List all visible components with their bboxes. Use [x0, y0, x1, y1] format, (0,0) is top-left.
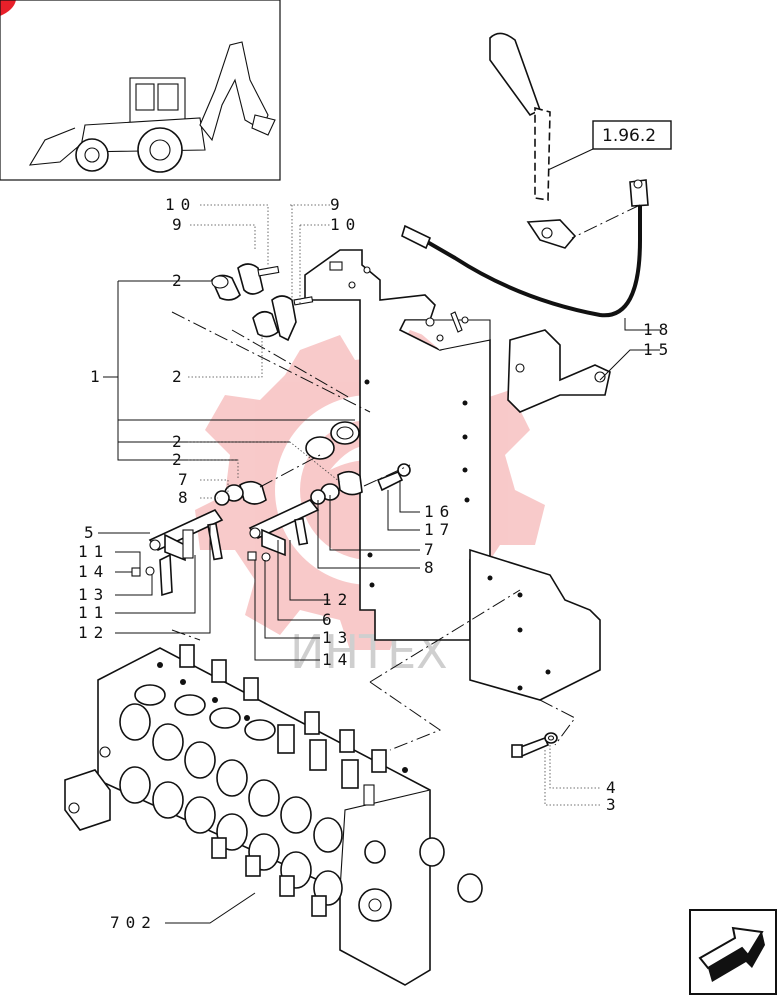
corner-badge	[0, 0, 16, 16]
callout-2-a: 2	[172, 271, 188, 290]
callout-16: 16	[424, 502, 455, 521]
callout-15: 15	[643, 340, 674, 359]
bolt-washer	[511, 732, 558, 758]
bushing-set-upper	[211, 263, 314, 342]
control-lever	[489, 32, 577, 249]
callout-14-b: 14	[322, 650, 353, 669]
callout-2-c: 2	[172, 432, 188, 451]
callout-702: 702	[110, 913, 157, 932]
callout-18: 18	[643, 320, 674, 339]
side-bracket	[469, 548, 601, 701]
control-valve	[64, 644, 483, 986]
callout-10-a: 10	[165, 195, 196, 214]
bushing-set-plate	[214, 421, 411, 506]
callout-13-b: 13	[322, 628, 353, 647]
lever-arms	[131, 499, 320, 597]
callout-6: 6	[322, 610, 338, 629]
callout-7-a: 7	[178, 470, 194, 489]
callout-7-b: 7	[424, 540, 440, 559]
callout-4: 4	[606, 778, 622, 797]
mounting-plate	[304, 249, 491, 641]
callout-9-b: 9	[330, 195, 346, 214]
bracket-15	[507, 329, 611, 413]
reference-box[interactable]	[592, 120, 672, 150]
callout-11-a: 11	[78, 542, 109, 561]
callout-11-b: 11	[78, 603, 109, 622]
callout-2-d: 2	[172, 450, 188, 469]
callout-13-a: 13	[78, 585, 109, 604]
callout-12-b: 12	[322, 590, 353, 609]
reference-label: 1.96.2	[602, 126, 656, 146]
callout-17: 17	[424, 520, 455, 539]
control-cable	[401, 179, 649, 318]
callout-10-b: 10	[330, 215, 361, 234]
backhoe-loader-icon	[0, 0, 281, 181]
callout-3: 3	[606, 795, 622, 814]
callout-1: 1	[90, 367, 106, 386]
callout-5: 5	[84, 523, 100, 542]
callout-2-b: 2	[172, 367, 188, 386]
callout-8-b: 8	[424, 558, 440, 577]
callout-9-a: 9	[172, 215, 188, 234]
next-page-arrow-icon[interactable]	[689, 909, 777, 995]
callout-12-a: 12	[78, 623, 109, 642]
callout-14-a: 14	[78, 562, 109, 581]
callout-8-a: 8	[178, 488, 194, 507]
